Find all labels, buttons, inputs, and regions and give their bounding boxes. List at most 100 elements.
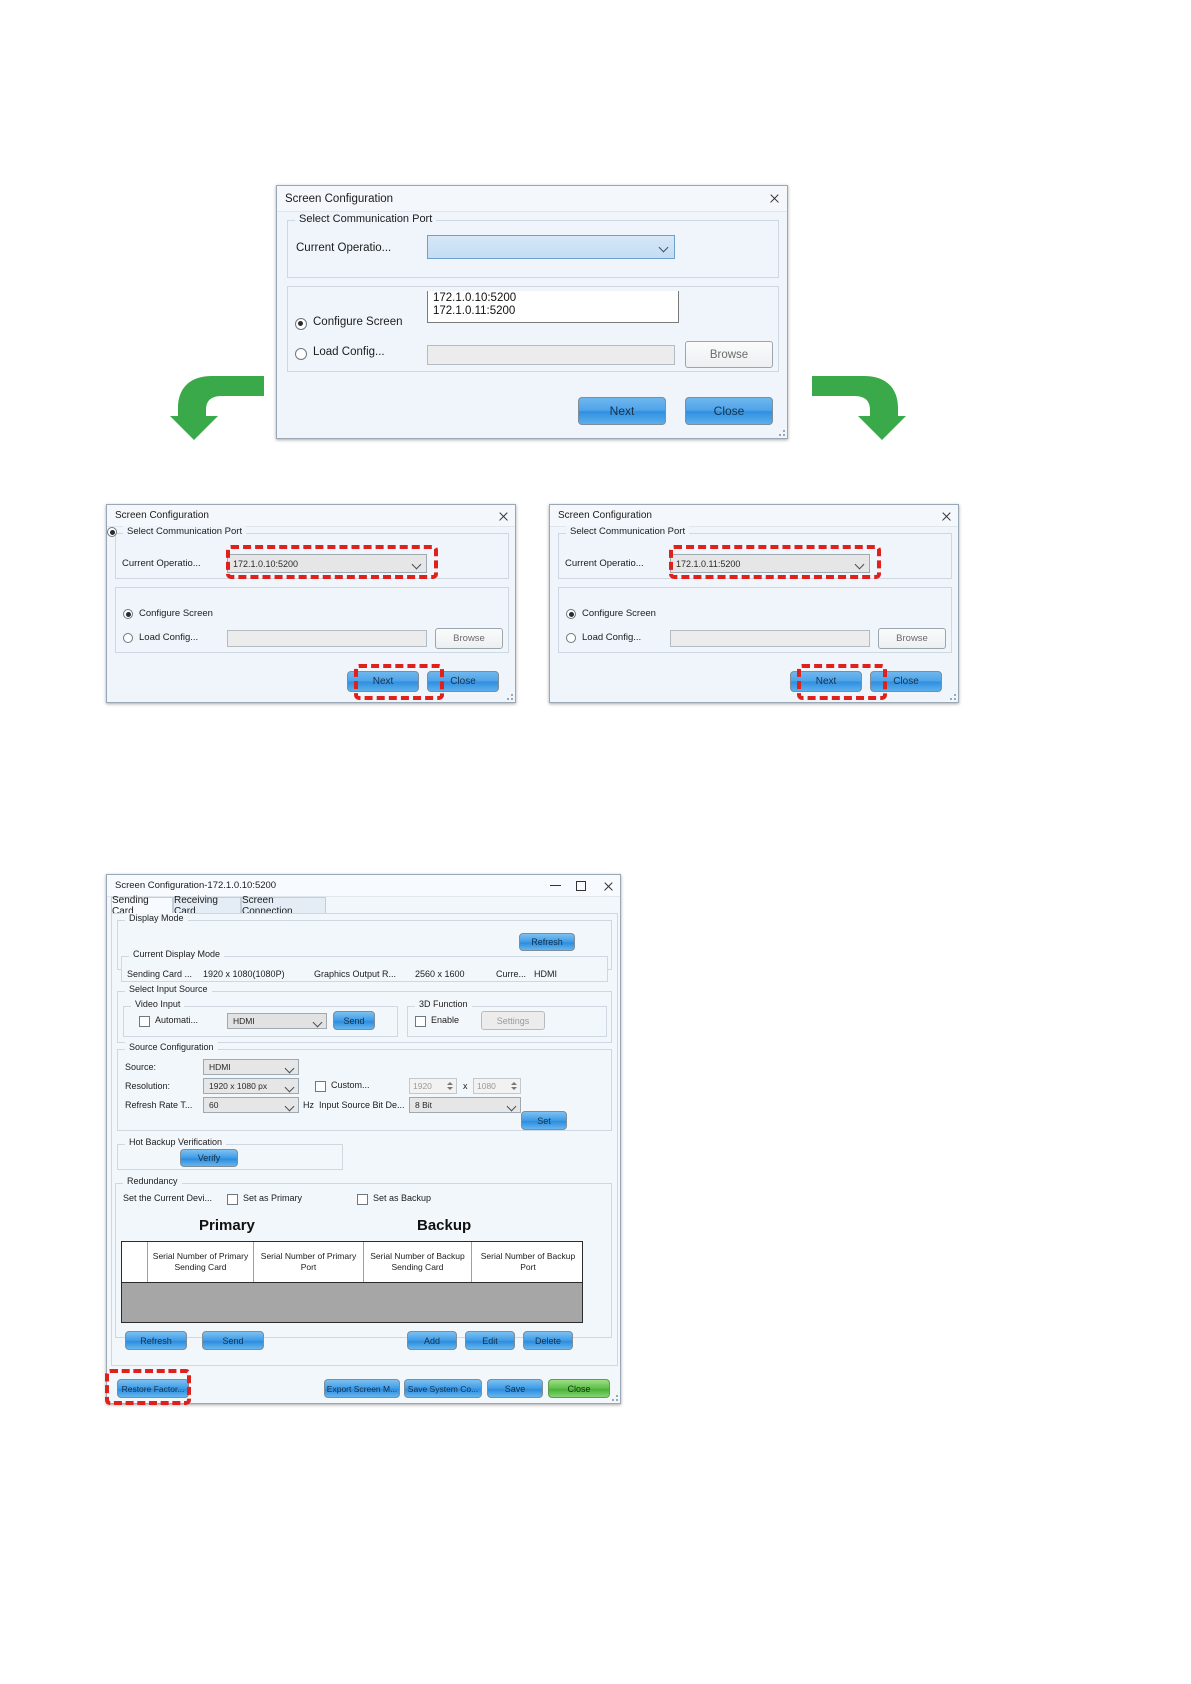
browse-button[interactable]: Browse (435, 628, 503, 649)
3d-enable-checkbox[interactable] (415, 1016, 426, 1027)
table-col-index (122, 1242, 148, 1282)
video-input-source-combo[interactable]: HDMI (227, 1013, 327, 1029)
export-screen-button[interactable]: Export Screen M... (324, 1379, 400, 1398)
browse-button[interactable]: Browse (878, 628, 946, 649)
communication-port-combo[interactable]: 172.1.0.10:5200 (227, 554, 427, 573)
group-legend: Select Communication Port (295, 213, 437, 225)
backup-caption: Backup (417, 1217, 472, 1234)
load-config-path-input[interactable] (427, 345, 675, 365)
close-button-bottom[interactable]: Close (870, 671, 942, 692)
load-config-radio[interactable] (566, 633, 576, 643)
minimize-icon (549, 884, 561, 887)
custom-width-value: 1920 (413, 1081, 432, 1091)
set-button[interactable]: Set (521, 1111, 567, 1130)
configure-group (115, 587, 509, 653)
tab-screen-connection[interactable]: Screen Connection (241, 895, 326, 917)
verify-button[interactable]: Verify (180, 1149, 238, 1167)
set-current-device-label: Set the Current Devi... (123, 1193, 213, 1203)
close-button[interactable] (932, 505, 958, 527)
next-button[interactable]: Next (790, 671, 862, 692)
close-button[interactable] (489, 505, 515, 527)
close-button-bottom[interactable]: Close (685, 397, 773, 425)
next-button[interactable]: Next (578, 397, 666, 425)
chevron-down-icon (855, 559, 864, 568)
load-config-radio[interactable] (295, 348, 307, 360)
close-button[interactable] (594, 875, 620, 897)
browse-button[interactable]: Browse (685, 341, 773, 368)
configure-screen-label: Configure Screen (582, 608, 656, 619)
resize-grip[interactable] (775, 426, 785, 436)
current-display-mode-group: Current Display Mode (121, 949, 608, 982)
resize-grip[interactable] (503, 690, 513, 700)
set-as-backup-checkbox[interactable] (357, 1194, 368, 1205)
resize-grip[interactable] (946, 690, 956, 700)
spinner-arrows-icon[interactable] (446, 1080, 454, 1092)
close-button-bottom[interactable]: Close (427, 671, 499, 692)
group-legend: Select Communication Port (123, 526, 247, 537)
custom-width-input[interactable]: 1920 (409, 1078, 457, 1094)
automatic-checkbox[interactable] (139, 1016, 150, 1027)
custom-resolution-checkbox[interactable] (315, 1081, 326, 1092)
close-footer-button[interactable]: Close (548, 1379, 610, 1398)
save-system-config-button[interactable]: Save System Co... (404, 1379, 482, 1398)
refresh-display-mode-button[interactable]: Refresh (519, 933, 575, 951)
load-config-path-input[interactable] (227, 630, 427, 647)
resize-grip[interactable] (608, 1391, 618, 1401)
current-operation-label: Current Operatio... (122, 558, 201, 569)
resolution-combo[interactable]: 1920 x 1080 px (203, 1078, 299, 1094)
close-button[interactable] (761, 188, 787, 210)
current-label: Curre... (496, 969, 527, 979)
arrow-left (168, 372, 268, 444)
group-legend: Redundancy (123, 1176, 182, 1186)
combo-value: 1920 x 1080 px (209, 1081, 268, 1091)
maximize-button[interactable] (568, 875, 594, 897)
configure-screen-radio[interactable] (295, 318, 307, 330)
set-as-primary-label: Set as Primary (243, 1193, 303, 1203)
arrow-right (808, 372, 908, 444)
graphics-output-value: 2560 x 1600 (415, 969, 465, 979)
communication-port-combo[interactable] (427, 235, 675, 259)
source-combo[interactable]: HDMI (203, 1059, 299, 1075)
sending-card-value: 1920 x 1080(1080P) (203, 969, 285, 979)
redundancy-refresh-button[interactable]: Refresh (125, 1331, 187, 1350)
configure-screen-radio[interactable] (566, 609, 576, 619)
table-col-primary-port: Serial Number of Primary Port (254, 1242, 364, 1282)
configure-screen-radio[interactable] (123, 609, 133, 619)
close-icon (941, 511, 950, 520)
chevron-down-icon (507, 1101, 515, 1109)
group-legend: Display Mode (125, 913, 188, 923)
tab-sending-card[interactable]: Sending Card (111, 895, 173, 917)
bit-depth-combo[interactable]: 8 Bit (409, 1097, 521, 1113)
redundancy-edit-button[interactable]: Edit (465, 1331, 515, 1350)
group-legend: Current Display Mode (129, 949, 225, 959)
redundancy-send-button[interactable]: Send (202, 1331, 264, 1350)
tab-receiving-card[interactable]: Receiving Card (173, 895, 241, 917)
redundancy-table-body[interactable] (121, 1283, 583, 1323)
dropdown-option-1[interactable]: 172.1.0.10:5200 (433, 292, 517, 304)
configure-screen-label: Configure Screen (313, 316, 403, 328)
restore-factory-button[interactable]: Restore Factor... (117, 1379, 189, 1398)
dialog-title: Screen Configuration (285, 192, 394, 205)
set-as-primary-checkbox[interactable] (227, 1194, 238, 1205)
minimize-button[interactable] (542, 875, 568, 897)
titlebar: Screen Configuration (107, 505, 515, 527)
load-config-radio[interactable] (123, 633, 133, 643)
combo-value: 172.1.0.11:5200 (676, 558, 741, 569)
3d-settings-button[interactable]: Settings (481, 1011, 545, 1030)
refresh-rate-combo[interactable]: 60 (203, 1097, 299, 1113)
send-input-source-button[interactable]: Send (333, 1011, 375, 1030)
communication-port-combo[interactable]: 172.1.0.11:5200 (670, 554, 870, 573)
load-config-path-input[interactable] (670, 630, 870, 647)
next-button[interactable]: Next (347, 671, 419, 692)
spinner-arrows-icon[interactable] (510, 1080, 518, 1092)
chevron-down-icon (285, 1082, 293, 1090)
redundancy-add-button[interactable]: Add (407, 1331, 457, 1350)
source-label: Source: (125, 1062, 157, 1072)
custom-height-input[interactable]: 1080 (473, 1078, 521, 1094)
chevron-down-icon (285, 1063, 293, 1071)
redundancy-delete-button[interactable]: Delete (523, 1331, 573, 1350)
select-communication-port-group: Select Communication Port (287, 213, 779, 278)
dropdown-option-2[interactable]: 172.1.0.11:5200 (433, 305, 516, 317)
save-button[interactable]: Save (487, 1379, 543, 1398)
configure-screen-radio[interactable] (107, 527, 117, 537)
